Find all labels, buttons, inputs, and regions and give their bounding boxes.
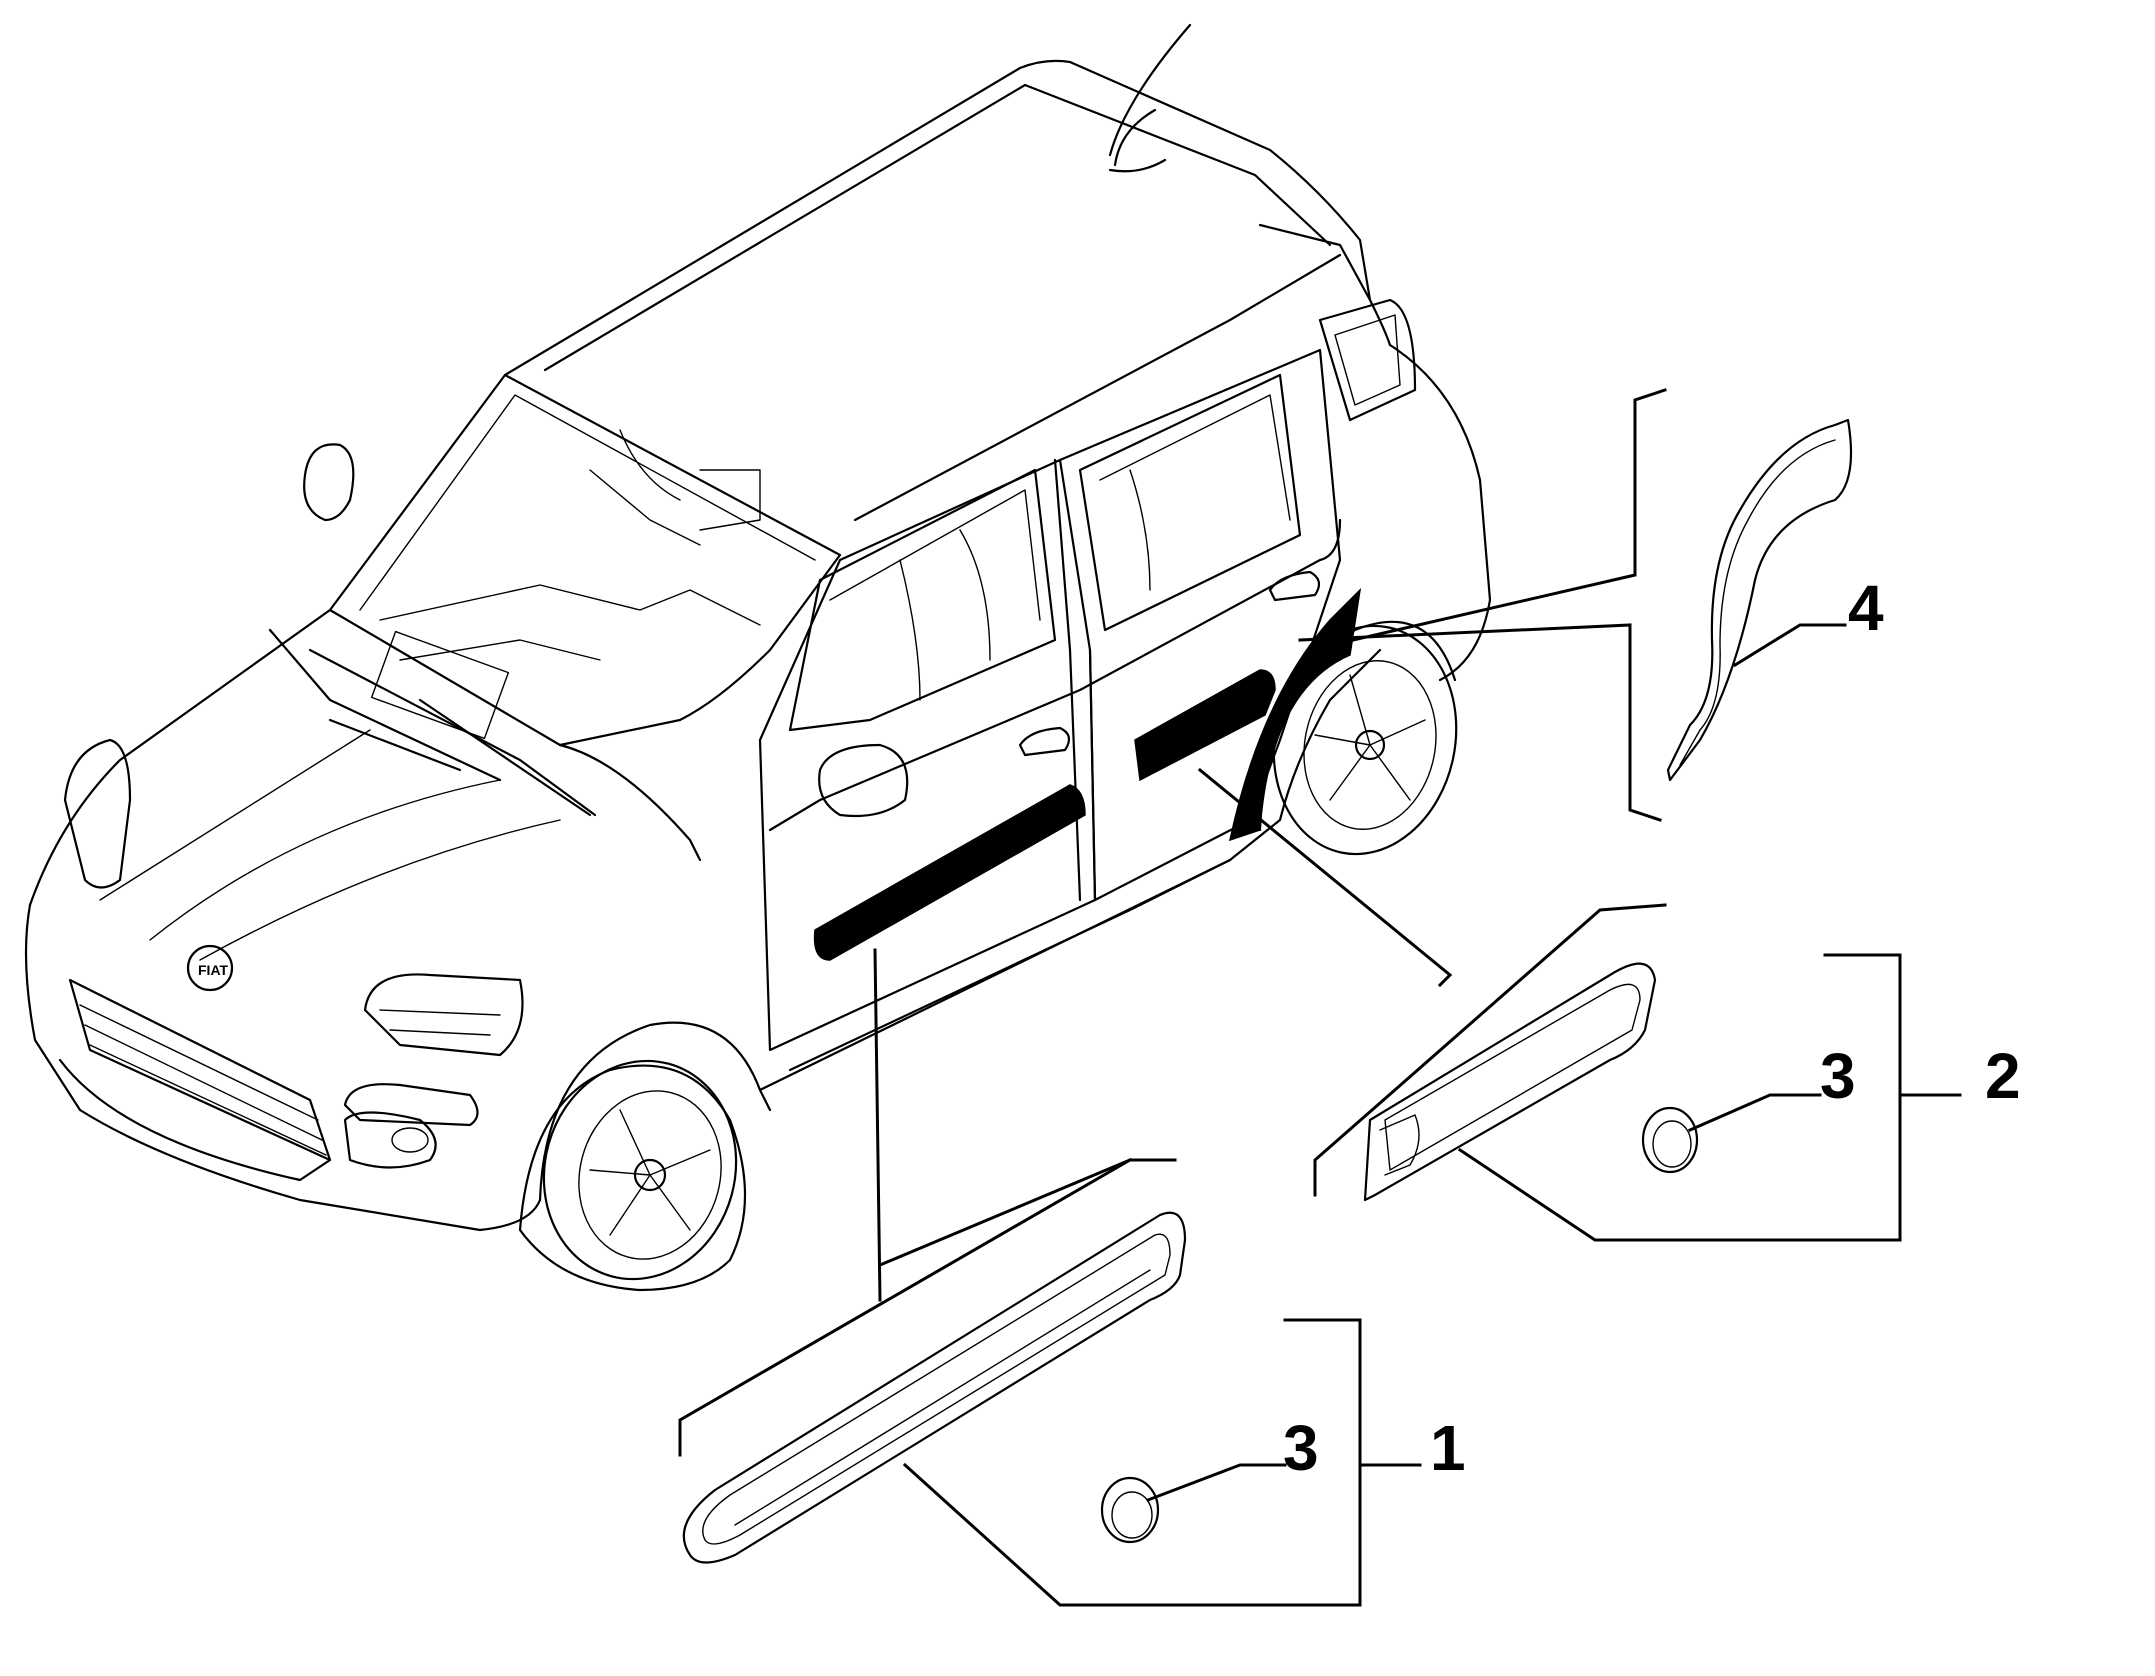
front-fascia — [24, 903, 542, 1232]
side-mirror-right — [818, 743, 909, 818]
roof-outline — [503, 59, 1392, 377]
lower-bumper — [58, 1058, 332, 1182]
front-wheel-arch — [538, 1021, 772, 1202]
side-sill — [788, 858, 1232, 1072]
front-door-handle — [1018, 726, 1071, 757]
leader-lines — [678, 388, 1962, 1607]
rear-body — [1388, 343, 1492, 682]
rear-door-molding-on-car — [1134, 669, 1276, 782]
hood-outline — [28, 608, 702, 907]
rear-wheel-arch — [1258, 620, 1457, 832]
part-clip-2 — [1641, 1106, 1699, 1174]
headlight-right — [363, 973, 524, 1057]
wiper-right — [328, 698, 592, 817]
hood-crease — [99, 729, 561, 961]
rear-quarter-window-inner — [1334, 314, 1401, 406]
roof-rear-edge — [1258, 223, 1372, 302]
front-door-molding-on-car — [813, 784, 1086, 961]
rear-window — [1078, 373, 1302, 632]
daytime-light — [343, 1083, 479, 1127]
windshield — [328, 373, 842, 747]
rear-window-inner — [1099, 394, 1291, 591]
fog-light-right — [343, 1111, 437, 1169]
roof-rail-right — [853, 253, 1342, 522]
part-front-door-molding — [682, 1211, 1187, 1564]
b-pillar — [1053, 458, 1082, 902]
interior-grille — [370, 630, 510, 740]
front-window-inner — [829, 489, 1041, 701]
callout-1: 1 — [1430, 1412, 1466, 1484]
part-clip-1 — [1100, 1476, 1160, 1544]
callout-4: 4 — [1848, 572, 1884, 644]
rear-door-handle — [1268, 570, 1321, 602]
headlight-right-inner — [379, 1009, 501, 1036]
rear-quarter-window — [1318, 298, 1417, 422]
interior-dashboard — [379, 429, 761, 661]
brand-logo — [186, 944, 234, 992]
side-body-upper — [768, 518, 1342, 832]
roof-rail-left — [543, 83, 1332, 372]
windshield-inner — [359, 394, 816, 611]
rear-wheel — [1272, 624, 1458, 856]
wiper-left — [268, 628, 597, 817]
brand-logo-mark: FIAT — [198, 962, 229, 978]
rear-door-outline — [1058, 348, 1342, 902]
car-illustration: FIAT — [24, 23, 1492, 1292]
part-rear-door-molding — [1363, 962, 1657, 1202]
callout-3-lower: 3 — [1283, 1412, 1319, 1484]
side-body-lower — [758, 648, 1382, 1092]
fog-light-right-lens — [391, 1127, 429, 1153]
front-window — [788, 468, 1057, 732]
callout-2: 2 — [1985, 1040, 2021, 1112]
front-grille — [68, 978, 332, 1162]
front-wheel — [518, 1059, 747, 1292]
front-grille-slats — [79, 1004, 327, 1156]
headlight-left — [63, 738, 132, 889]
side-mirror-left — [303, 443, 355, 522]
callout-3-upper: 3 — [1820, 1040, 1856, 1112]
roof-antenna — [1108, 23, 1192, 173]
part-wheel-arch-trim — [1666, 418, 1853, 782]
